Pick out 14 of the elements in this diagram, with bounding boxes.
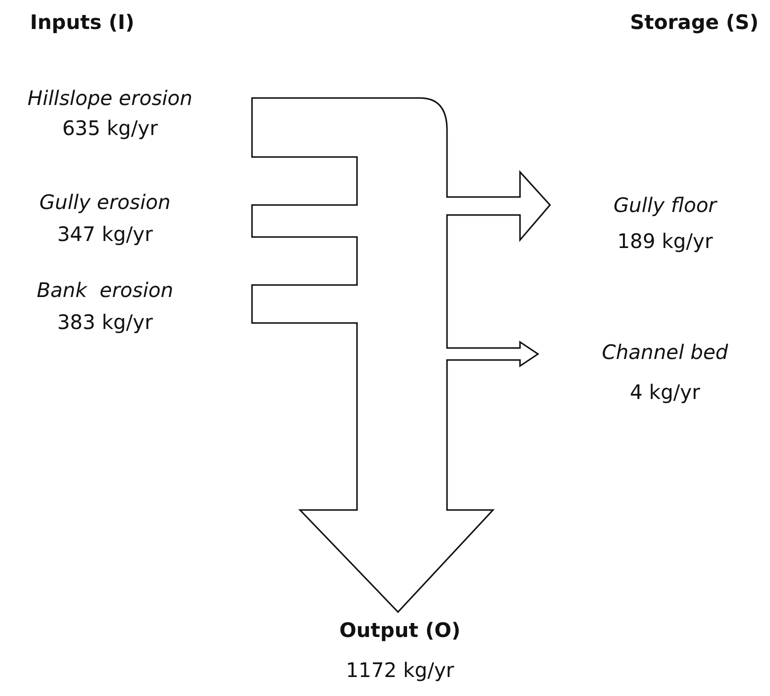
source-name: Channel bed: [600, 340, 730, 364]
flow-rate-value: 635 kg/yr: [61, 116, 159, 140]
flow-rate-value: 347 kg/yr: [56, 222, 154, 246]
source-name: Gully floor: [612, 193, 718, 217]
source-name: Bank erosion: [36, 278, 174, 302]
flow-rate-value: 4 kg/yr: [628, 380, 702, 404]
output-heading: Output (O): [338, 618, 462, 642]
source-name: Hillslope erosion: [26, 86, 194, 110]
source-name: Gully erosion: [38, 190, 172, 214]
column-heading: Inputs (I): [30, 10, 134, 34]
flow-rate-value: 189 kg/yr: [616, 229, 714, 253]
flow-rate-value: 383 kg/yr: [56, 310, 154, 334]
column-heading: Storage (S): [630, 10, 759, 34]
flow-rate-value: 1172 kg/yr: [344, 658, 456, 682]
